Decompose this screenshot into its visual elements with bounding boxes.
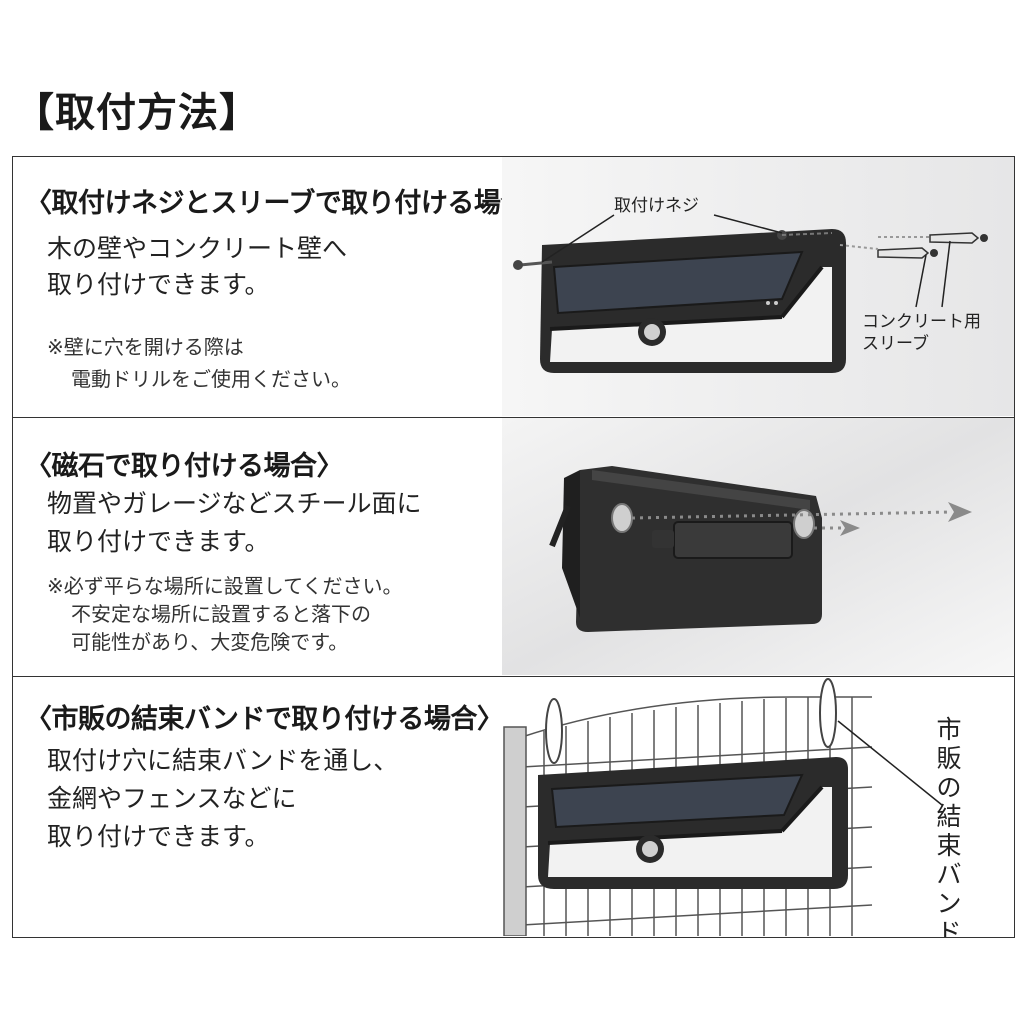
note-line: ※壁に穴を開ける際は — [47, 335, 244, 359]
description-line: 金網やフェンスなどに — [47, 784, 297, 813]
fence-post — [503, 726, 527, 936]
note-line: ※必ず平らな場所に設置してください。 — [47, 574, 403, 598]
magnet-left — [611, 503, 633, 533]
screw-mount-illustration: 取付けネジ コンクリート用 スリーブ — [502, 157, 1014, 417]
description-line: 取り付けできます。 — [47, 270, 270, 299]
label-char: 販 — [936, 744, 962, 773]
section-magnet-mount: 〈磁石で取り付ける場合〉 物置やガレージなどスチール面に 取り付けできます。 ※… — [12, 417, 1015, 677]
cable-tie-callout-line — [837, 720, 943, 806]
solar-light-device — [538, 757, 848, 889]
label-char: 束 — [936, 831, 962, 860]
description-line: 物置やガレージなどスチール面に — [47, 489, 422, 518]
sleeve-label-line1: コンクリート用 — [862, 312, 981, 332]
concrete-sleeve-1 — [877, 247, 938, 259]
page-title: 【取付方法】 — [14, 90, 260, 136]
label-char: バ — [936, 860, 962, 889]
solar-light-device — [540, 229, 846, 373]
device-back-view — [549, 466, 822, 632]
section-screw-mount: 〈取付けネジとスリーブで取り付ける場合〉 木の壁やコンクリート壁へ 取り付けでき… — [12, 156, 1015, 418]
cable-tie-right — [819, 678, 837, 748]
mounting-screw-left — [513, 260, 553, 270]
section-cable-tie-mount: 〈市販の結束バンドで取り付ける場合〉 取付け穴に結束バンドを通し、 金網やフェン… — [12, 676, 1015, 938]
note-line: 不安定な場所に設置すると落下の — [71, 602, 371, 626]
attach-direction-arrow — [631, 510, 953, 520]
cable-tie-left — [545, 698, 563, 764]
label-char: 結 — [936, 802, 962, 831]
description-line: 木の壁やコンクリート壁へ — [47, 234, 348, 263]
section-heading: 〈市販の結束バンドで取り付ける場合〉 — [25, 704, 504, 735]
description-line: 取り付けできます。 — [47, 527, 270, 556]
label-char: の — [936, 773, 962, 802]
note-line: 可能性があり、大変危険です。 — [71, 630, 349, 654]
cable-tie-vertical-label: 市 販 の 結 束 バ ン ド — [934, 715, 964, 938]
note-line: 電動ドリルをご使用ください。 — [71, 367, 351, 391]
sleeve-label-line2: スリーブ — [862, 333, 929, 354]
magnet-right — [793, 509, 815, 539]
label-char: 市 — [936, 715, 962, 744]
magnet-mount-illustration — [502, 418, 1014, 676]
label-char: ド — [936, 918, 962, 938]
screw-label: 取付けネジ — [614, 196, 699, 216]
cable-tie-mount-illustration: 市 販 の 結 束 バ ン ド — [502, 677, 1014, 937]
description-line: 取り付けできます。 — [47, 822, 270, 851]
label-char: ン — [936, 889, 962, 918]
description-line: 取付け穴に結束バンドを通し、 — [47, 746, 399, 775]
concrete-sleeve-2 — [929, 232, 988, 244]
section-heading: 〈磁石で取り付ける場合〉 — [25, 451, 344, 482]
section-heading: 〈取付けネジとスリーブで取り付ける場合〉 — [25, 188, 554, 219]
